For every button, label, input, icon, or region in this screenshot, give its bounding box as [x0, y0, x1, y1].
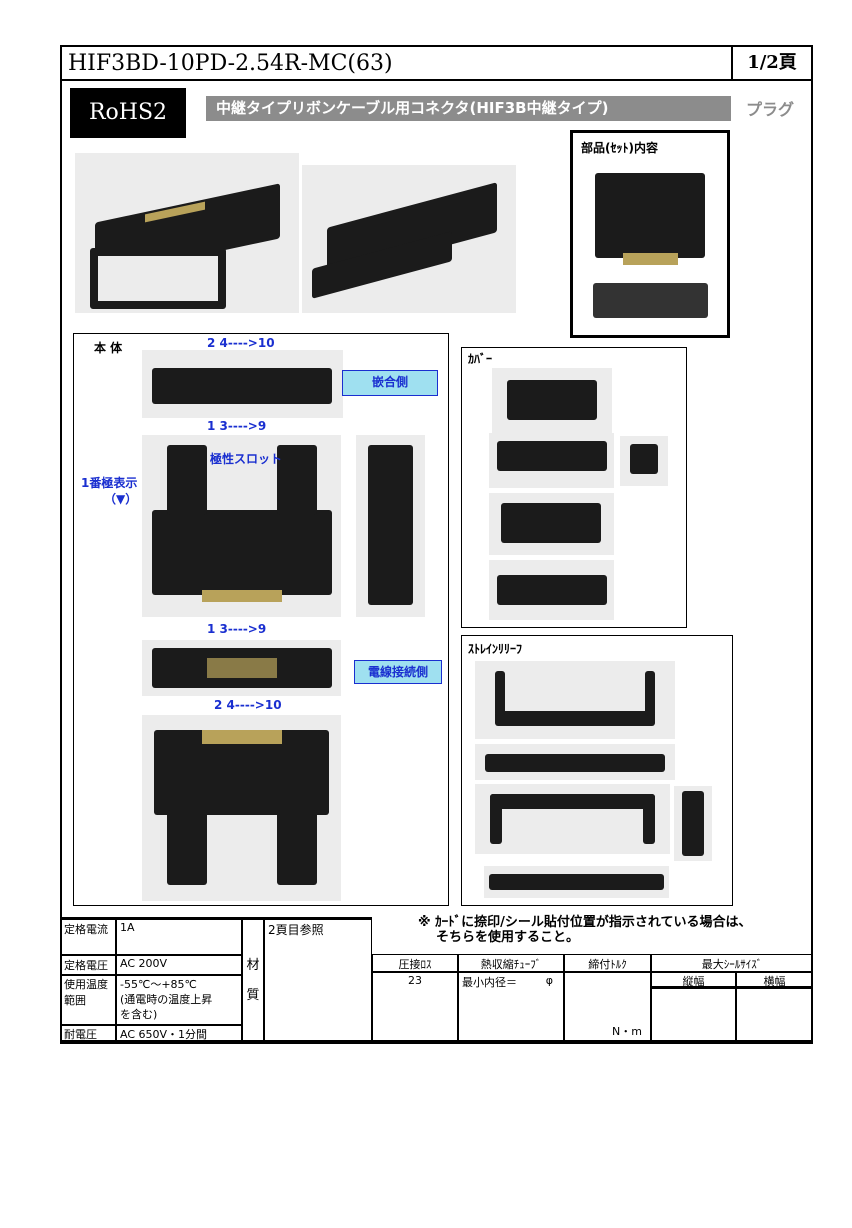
main-body-box: 本 体 2 4---->10 嵌合側 1 3---->9 極性スロット 1番極表… — [73, 333, 449, 906]
photo-cover-3 — [489, 493, 614, 555]
spec-label: 耐電圧 — [60, 1025, 116, 1041]
spec-label: 使用温度 範囲 — [60, 975, 116, 1025]
polarity-slot-label: 極性スロット — [210, 452, 283, 466]
spec-value: 1A — [116, 919, 242, 955]
seal-height-header: 縦幅 — [651, 972, 736, 988]
photo-rear — [142, 715, 341, 901]
seal-width-header: 横幅 — [736, 972, 813, 988]
pin-numbers-top-odd: 1 3---->9 — [207, 419, 267, 433]
title-bar: HIF3BD-10PD-2.54R-MC(63) 1/2頁 — [60, 45, 813, 81]
crimp-loss-value: 23 — [372, 972, 458, 1041]
photo-assembled-2 — [302, 165, 516, 313]
material-label: 材 質 — [242, 919, 264, 1041]
photo-wire-face — [142, 640, 341, 696]
photo-cover-4 — [489, 560, 614, 620]
heat-shrink-unit: φ — [545, 974, 553, 987]
heat-shrink-header: 熱収縮ﾁｭｰﾌﾞ — [458, 954, 564, 972]
torque-unit: N・m — [612, 1025, 642, 1038]
photo-strain-4 — [484, 866, 669, 898]
seal-height-value — [651, 988, 736, 1041]
parts-set-box: 部品(ｾｯﾄ)内容 — [570, 130, 730, 338]
connector-type: プラグ — [746, 100, 795, 119]
material-value: 2頁目参照 — [264, 919, 372, 1041]
part-number: HIF3BD-10PD-2.54R-MC(63) — [68, 51, 393, 76]
process-table: 圧接ﾛｽ 23 熱収縮ﾁｭｰﾌﾞ 最小内径＝ φ 締付ﾄﾙｸ N・m 最大ｼｰﾙ… — [372, 954, 813, 1044]
photo-cover-1 — [492, 368, 612, 433]
photo-strain-3 — [475, 784, 670, 854]
rohs-badge: RoHS2 — [70, 88, 186, 138]
cover-box: ｶﾊﾞｰ — [461, 347, 687, 628]
pin-numbers-top-even: 2 4---->10 — [207, 336, 275, 350]
seal-size-header: 最大ｼｰﾙｻｲｽﾞ — [651, 954, 813, 972]
torque-cell: N・m — [564, 972, 651, 1041]
wire-side-tag: 電線接続側 — [354, 660, 442, 684]
strain-relief-box: ｽﾄﾚｲﾝﾘﾘｰﾌ — [461, 635, 733, 906]
spec-table: 定格電流 1A 定格電圧 AC 200V 使用温度 範囲 -55℃～+85℃ (… — [60, 917, 372, 1044]
seal-width-value — [736, 988, 813, 1041]
heat-shrink-cell: 最小内径＝ φ — [458, 972, 564, 1041]
pin-numbers-bottom-odd: 1 3---->9 — [207, 622, 267, 636]
page-number: 1/2頁 — [731, 47, 811, 79]
spec-value: AC 200V — [116, 955, 242, 975]
photo-cover-side — [620, 436, 668, 486]
photo-mating-face — [142, 350, 343, 418]
crimp-loss-header: 圧接ﾛｽ — [372, 954, 458, 972]
pin-numbers-bottom-even: 2 4---->10 — [214, 698, 282, 712]
note-line-1: ※ ｶｰﾄﾞに捺印/シール貼付位置が指示されている場合は、 — [418, 915, 752, 930]
main-body-label: 本 体 — [94, 341, 123, 355]
note-line-2: そちらを使用すること。 — [436, 930, 580, 945]
photo-strain-side — [674, 786, 712, 861]
pin1-mark-label: 1番極表示 — [81, 476, 138, 490]
photo-strain-1 — [475, 661, 675, 739]
torque-header: 締付ﾄﾙｸ — [564, 954, 651, 972]
product-banner: 中継タイプリボンケーブル用コネクタ(HIF3B中継タイプ) — [206, 96, 731, 121]
spec-label: 定格電圧 — [60, 955, 116, 975]
spec-value: -55℃～+85℃ (通電時の温度上昇 を含む) — [116, 975, 242, 1025]
spec-value: AC 650V・1分間 — [116, 1025, 242, 1041]
parts-set-label: 部品(ｾｯﾄ)内容 — [581, 141, 658, 155]
spec-label: 定格電流 — [60, 919, 116, 955]
pin1-mark-symbol: （▼） — [104, 492, 138, 506]
strain-relief-label: ｽﾄﾚｲﾝﾘﾘｰﾌ — [468, 642, 523, 656]
photo-front — [142, 435, 341, 617]
mating-side-tag: 嵌合側 — [342, 370, 438, 396]
heat-shrink-value: 最小内径＝ — [462, 976, 517, 989]
photo-cover-2 — [489, 433, 614, 488]
cover-label: ｶﾊﾞｰ — [468, 352, 493, 366]
photo-assembled-1 — [75, 153, 299, 313]
note: ※ ｶｰﾄﾞに捺印/シール貼付位置が指示されている場合は、 そちらを使用すること… — [418, 915, 752, 945]
photo-strain-2 — [475, 744, 675, 780]
photo-side — [356, 435, 425, 617]
